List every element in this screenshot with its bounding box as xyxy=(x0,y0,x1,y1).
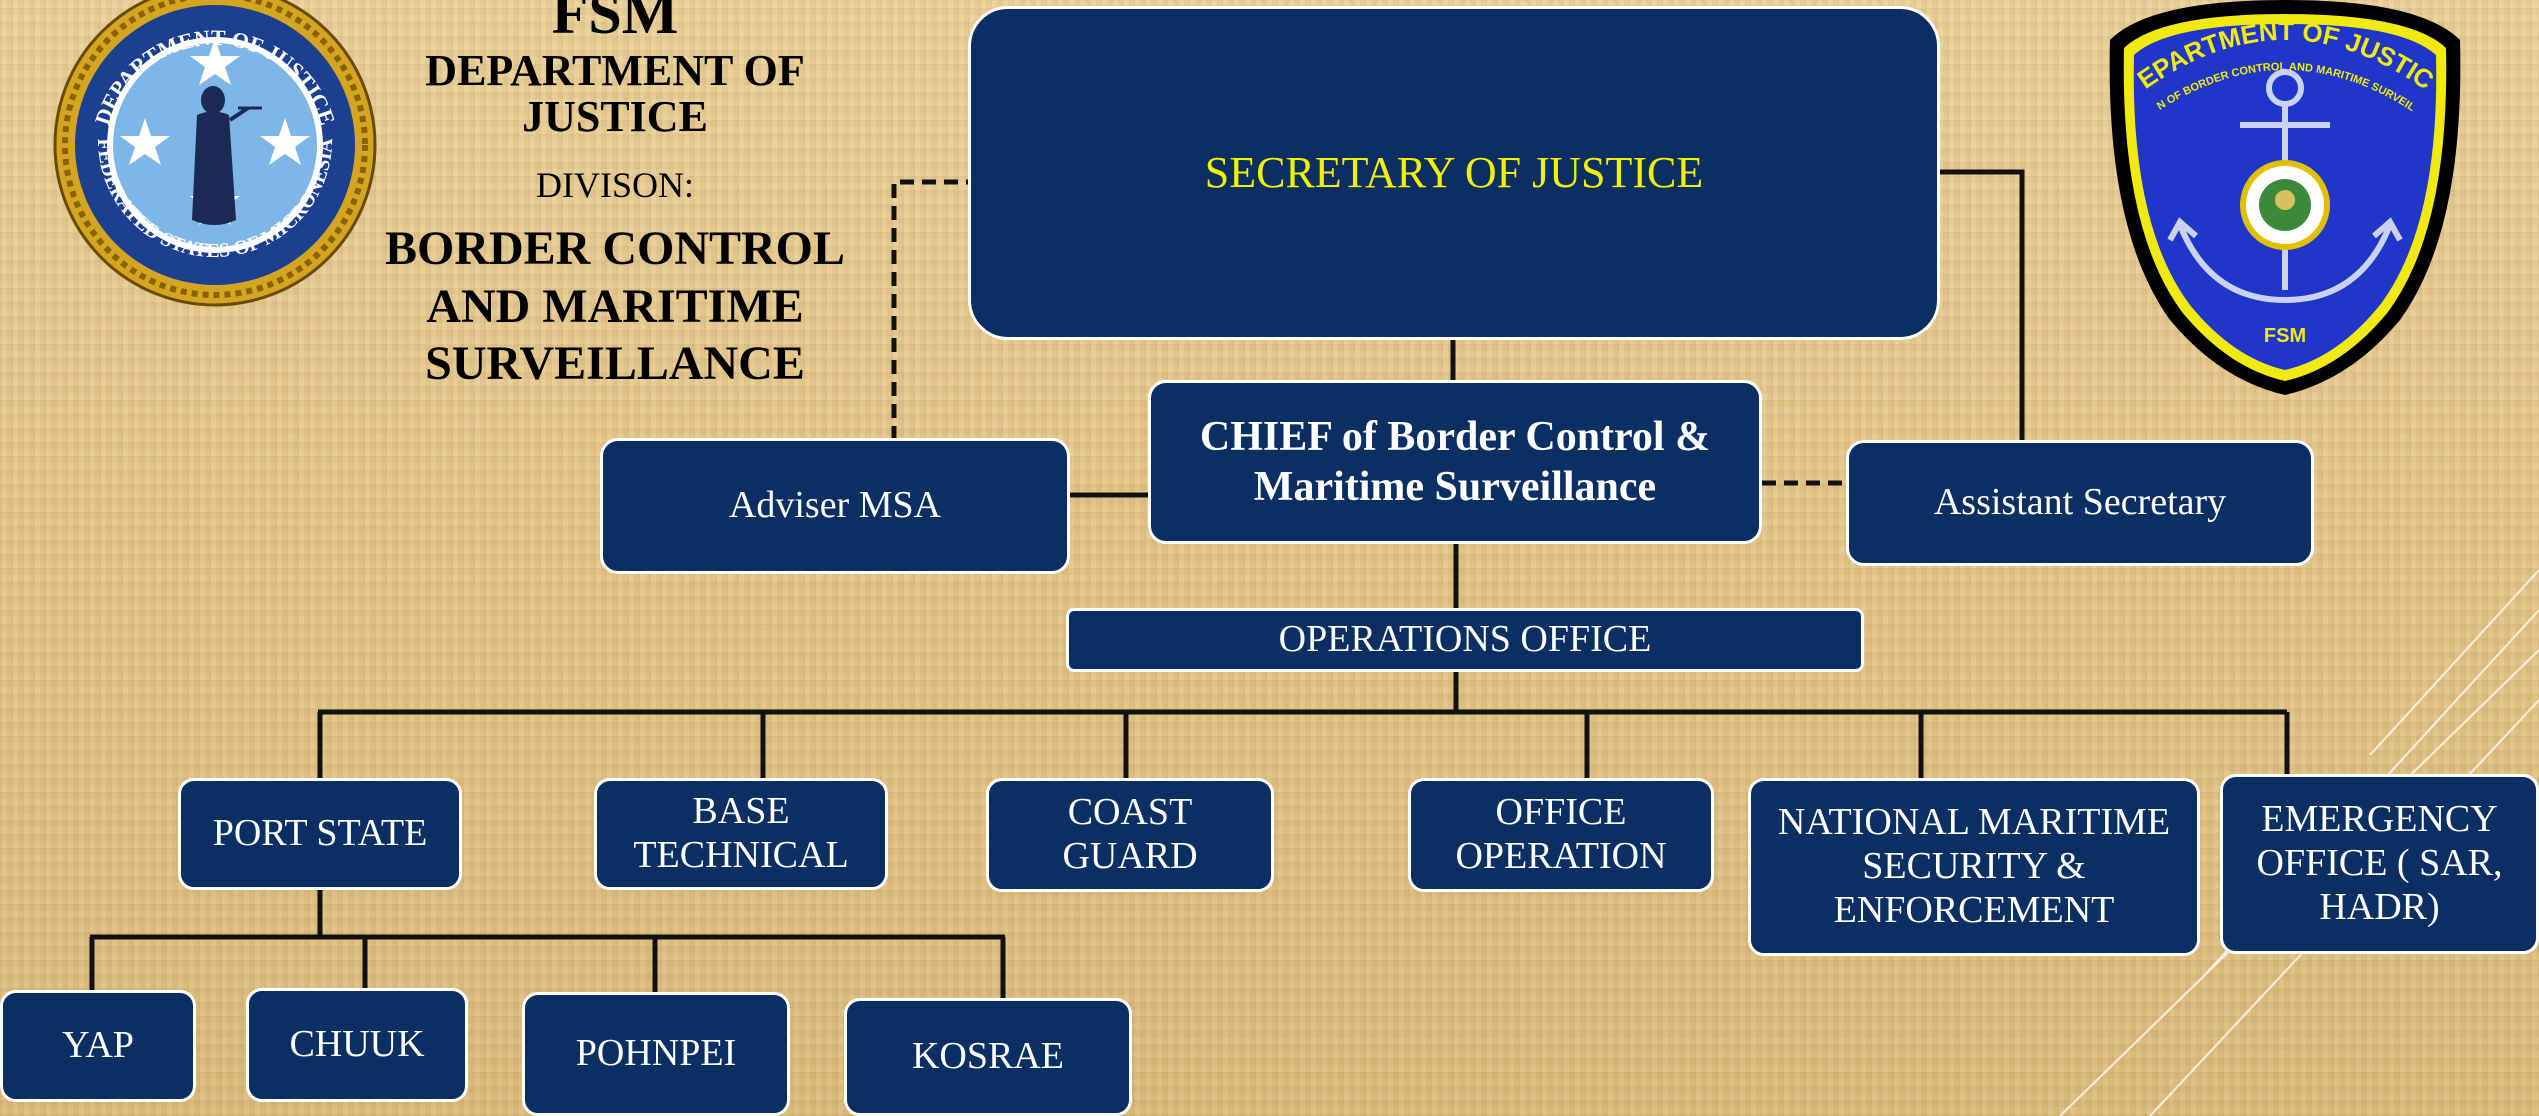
state-label: YAP xyxy=(62,1024,134,1067)
unit-label: OFFICE OPERATION xyxy=(1455,791,1667,877)
unit-port-state-box: PORT STATE xyxy=(178,778,462,890)
secretary-of-justice-box: SECRETARY OF JUSTICE xyxy=(968,6,1940,340)
unit-national-maritime-box: NATIONAL MARITIME SECURITY & ENFORCEMENT xyxy=(1748,778,2200,956)
chief-label: CHIEF of Border Control & Maritime Surve… xyxy=(1199,413,1711,510)
division-badge-logo: DEPARTMENT OF JUSTICE DIVISION OF BORDER… xyxy=(2100,0,2461,395)
header-division-label: DIVISON: xyxy=(536,165,694,205)
unit-coast-guard-box: COAST GUARD xyxy=(986,778,1274,892)
assistant-label: Assistant Secretary xyxy=(1933,481,2227,524)
doj-seal-logo: DEPARTMENT OF JUSTICE FEDERATED STATES O… xyxy=(53,0,377,307)
header-fsm: FSM xyxy=(551,0,679,46)
adviser-msa-box: Adviser MSA xyxy=(600,438,1070,574)
header-department: DEPARTMENT OF JUSTICE xyxy=(425,46,805,142)
unit-office-operation-box: OFFICE OPERATION xyxy=(1408,778,1714,892)
state-label: POHNPEI xyxy=(575,1032,737,1075)
state-kosrae-box: KOSRAE xyxy=(844,998,1132,1116)
header-division-name: BORDER CONTROL AND MARITIME SURVEILLANCE xyxy=(384,222,846,391)
state-chuuk-box: CHUUK xyxy=(246,988,468,1102)
operations-label: OPERATIONS OFFICE xyxy=(1278,618,1652,661)
unit-label: COAST GUARD xyxy=(1062,791,1198,877)
state-label: KOSRAE xyxy=(911,1035,1065,1078)
state-label: CHUUK xyxy=(289,1023,425,1066)
adviser-label: Adviser MSA xyxy=(728,484,942,527)
state-yap-box: YAP xyxy=(0,990,196,1102)
assistant-secretary-box: Assistant Secretary xyxy=(1846,440,2314,566)
unit-label: BASE TECHNICAL xyxy=(633,790,849,876)
unit-label: EMERGENCY OFFICE ( SAR, HADR) xyxy=(2256,798,2503,928)
chief-box: CHIEF of Border Control & Maritime Surve… xyxy=(1148,380,1762,544)
unit-emergency-office-box: EMERGENCY OFFICE ( SAR, HADR) xyxy=(2220,774,2539,954)
unit-label: NATIONAL MARITIME SECURITY & ENFORCEMENT xyxy=(1777,801,2171,931)
unit-label: PORT STATE xyxy=(212,812,428,855)
state-pohnpei-box: POHNPEI xyxy=(522,992,790,1116)
svg-text:FSM: FSM xyxy=(2264,325,2306,347)
unit-base-technical-box: BASE TECHNICAL xyxy=(594,778,888,890)
secretary-label: SECRETARY OF JUSTICE xyxy=(1204,147,1704,197)
operations-office-box: OPERATIONS OFFICE xyxy=(1066,608,1864,672)
